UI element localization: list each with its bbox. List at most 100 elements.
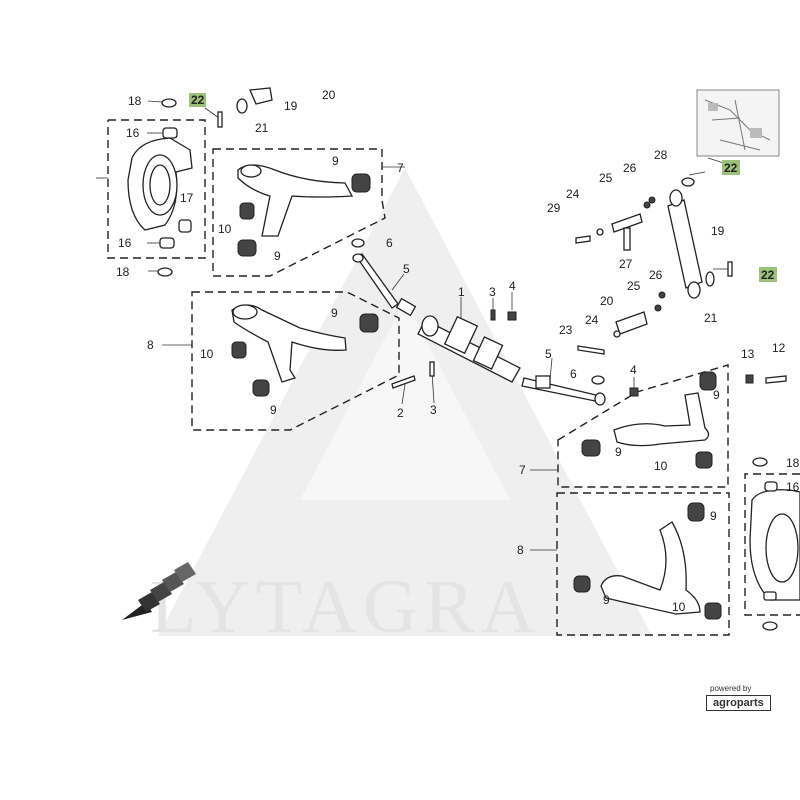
callout-27[interactable]: 27 xyxy=(619,257,633,271)
callout-4[interactable]: 4 xyxy=(509,279,516,293)
callout-22[interactable]: 22 xyxy=(724,161,738,175)
pin-27[interactable] xyxy=(611,213,643,251)
tie-rod-5-right[interactable] xyxy=(521,375,606,406)
pin-22-top-left[interactable] xyxy=(217,111,223,128)
callout-8[interactable]: 8 xyxy=(147,338,154,352)
callout-9[interactable]: 9 xyxy=(331,306,338,320)
nut-4-bottom[interactable] xyxy=(629,387,639,397)
bolt-2[interactable] xyxy=(391,375,416,389)
upper-control-arm-left[interactable] xyxy=(237,164,371,257)
callout-16[interactable]: 16 xyxy=(786,480,800,494)
washer-right-bottom[interactable] xyxy=(762,621,778,631)
bolt-29[interactable] xyxy=(575,235,591,244)
axle-bracket-right[interactable] xyxy=(749,489,800,601)
callout-3[interactable]: 3 xyxy=(489,285,496,299)
callout-25[interactable]: 25 xyxy=(627,279,641,293)
callout-7[interactable]: 7 xyxy=(397,161,404,175)
callout-22[interactable]: 22 xyxy=(191,93,205,107)
group-box-lower-arm-right xyxy=(556,492,730,636)
callout-22[interactable]: 22 xyxy=(761,268,775,282)
washer-6-right[interactable] xyxy=(591,375,605,385)
nut-26-bottom[interactable] xyxy=(658,291,666,299)
callout-9[interactable]: 9 xyxy=(710,509,717,523)
pin-3-bottom[interactable] xyxy=(429,361,435,377)
axle-bracket-left[interactable] xyxy=(127,137,193,231)
nut-25-top[interactable] xyxy=(643,201,651,209)
callout-18[interactable]: 18 xyxy=(116,265,130,279)
callout-5[interactable]: 5 xyxy=(545,347,552,361)
nut-13[interactable] xyxy=(745,374,754,384)
washer-18-bottom[interactable] xyxy=(157,267,173,277)
powered-by-badge[interactable]: powered by agroparts xyxy=(706,684,792,724)
lower-control-arm-left[interactable] xyxy=(231,304,379,397)
callout-24[interactable]: 24 xyxy=(585,313,599,327)
upper-control-arm-right[interactable] xyxy=(581,371,717,469)
callout-18[interactable]: 18 xyxy=(786,456,800,470)
callout-25[interactable]: 25 xyxy=(599,171,613,185)
nut-26-top[interactable] xyxy=(648,196,656,204)
callout-16[interactable]: 16 xyxy=(118,236,132,250)
pin-22-right-mid[interactable] xyxy=(727,261,733,277)
nut-24-bottom[interactable] xyxy=(613,330,621,338)
callout-10[interactable]: 10 xyxy=(218,222,232,236)
callout-20[interactable]: 20 xyxy=(600,294,614,308)
washer-18-top[interactable] xyxy=(161,98,177,108)
callout-10[interactable]: 10 xyxy=(672,600,686,614)
overview-thumbnail[interactable] xyxy=(696,89,780,157)
callout-19[interactable]: 19 xyxy=(284,99,298,113)
callout-12[interactable]: 12 xyxy=(772,341,786,355)
callout-28[interactable]: 28 xyxy=(654,148,668,162)
ring-21-top[interactable] xyxy=(236,98,248,114)
callout-23[interactable]: 23 xyxy=(559,323,573,337)
callout-18[interactable]: 18 xyxy=(128,94,142,108)
lower-control-arm-right[interactable] xyxy=(573,502,722,620)
callout-16[interactable]: 16 xyxy=(126,126,140,140)
callout-9[interactable]: 9 xyxy=(615,445,622,459)
callout-8[interactable]: 8 xyxy=(517,543,524,557)
callout-9[interactable]: 9 xyxy=(713,388,720,402)
callout-26[interactable]: 26 xyxy=(649,268,663,282)
bushing-16-right[interactable] xyxy=(764,481,778,492)
callout-29[interactable]: 29 xyxy=(547,201,561,215)
callout-26[interactable]: 26 xyxy=(623,161,637,175)
tie-rod-5-left[interactable] xyxy=(352,253,417,317)
nut-4-top[interactable] xyxy=(507,311,517,321)
callout-6[interactable]: 6 xyxy=(386,236,393,250)
bushing-16-top[interactable] xyxy=(162,127,178,139)
callout-13[interactable]: 13 xyxy=(741,347,755,361)
nut-25-bottom[interactable] xyxy=(654,304,662,312)
callout-5[interactable]: 5 xyxy=(403,262,410,276)
callout-6[interactable]: 6 xyxy=(570,367,577,381)
steering-cylinder[interactable] xyxy=(417,315,521,383)
callout-17[interactable]: 17 xyxy=(180,191,194,205)
ring-21-right[interactable] xyxy=(705,271,715,287)
callout-2[interactable]: 2 xyxy=(397,406,404,420)
callout-10[interactable]: 10 xyxy=(200,347,214,361)
callout-9[interactable]: 9 xyxy=(274,249,281,263)
callout-9[interactable]: 9 xyxy=(332,154,339,168)
callout-3[interactable]: 3 xyxy=(430,403,437,417)
bolt-23[interactable] xyxy=(577,345,605,355)
shock-absorber-19[interactable] xyxy=(667,189,703,299)
callout-9[interactable]: 9 xyxy=(603,593,610,607)
ring-28[interactable] xyxy=(681,177,695,187)
bushing-17[interactable] xyxy=(178,219,192,233)
callout-7[interactable]: 7 xyxy=(519,463,526,477)
pin-20[interactable] xyxy=(615,311,648,335)
callout-4[interactable]: 4 xyxy=(630,363,637,377)
bracket-19-top[interactable] xyxy=(249,87,273,105)
bolt-12[interactable] xyxy=(765,375,787,384)
callout-24[interactable]: 24 xyxy=(566,187,580,201)
callout-19[interactable]: 19 xyxy=(711,224,725,238)
callout-1[interactable]: 1 xyxy=(458,285,465,299)
bushing-16-bottom[interactable] xyxy=(159,237,175,249)
washer-6-left[interactable] xyxy=(351,238,365,248)
callout-20[interactable]: 20 xyxy=(322,88,336,102)
callout-21[interactable]: 21 xyxy=(255,121,269,135)
washer-18-right[interactable] xyxy=(752,457,768,467)
pin-3-top[interactable] xyxy=(490,309,496,321)
callout-9[interactable]: 9 xyxy=(270,403,277,417)
callout-21[interactable]: 21 xyxy=(704,311,718,325)
nut-24-top[interactable] xyxy=(596,228,604,236)
callout-10[interactable]: 10 xyxy=(654,459,668,473)
